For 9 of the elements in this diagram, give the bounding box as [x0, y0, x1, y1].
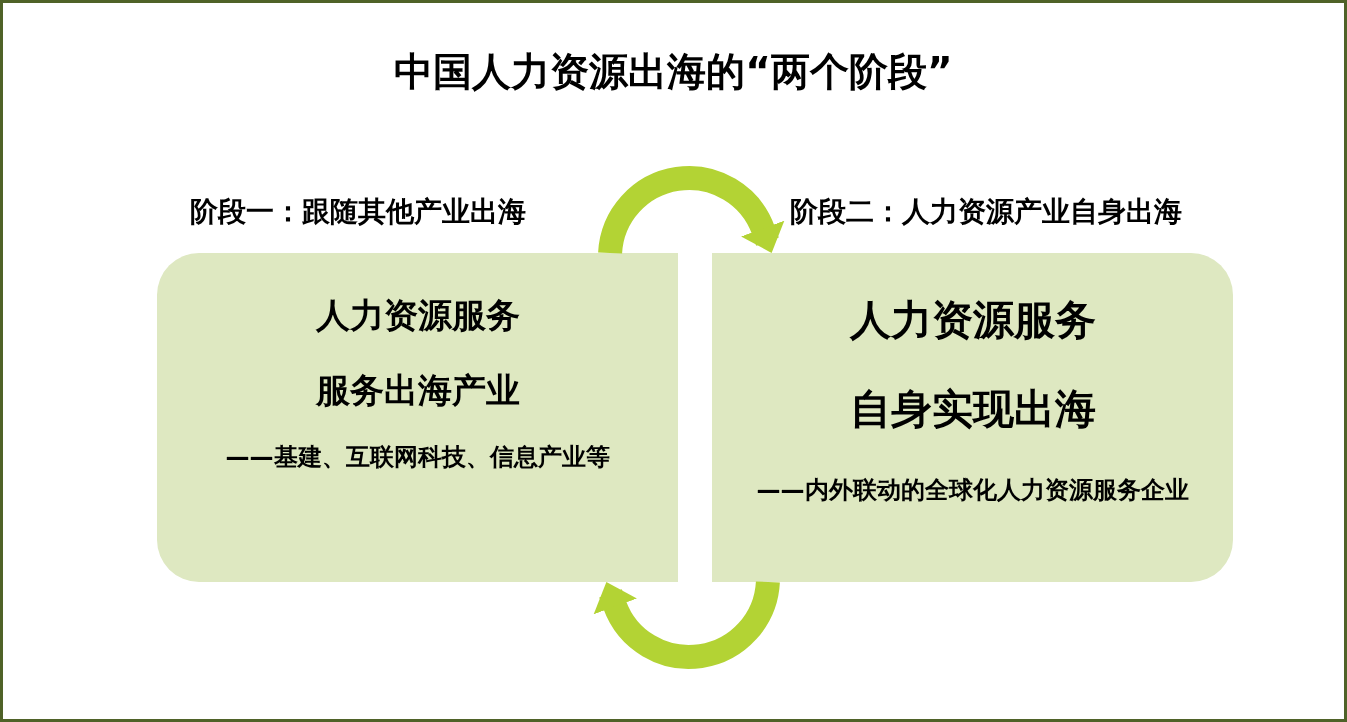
panel-title: 服务出海产业: [315, 369, 520, 411]
stage-heading: 阶段一：跟随其他产业出海: [190, 195, 526, 229]
panel-title: 人力资源服务: [315, 294, 520, 336]
diagram-title: 中国人力资源出海的“两个阶段”: [394, 48, 953, 96]
panel-title: 人力资源服务: [849, 296, 1096, 346]
stage-heading: 阶段二：人力资源产业自身出海: [790, 195, 1182, 229]
panel-title: 自身实现出海: [849, 385, 1096, 435]
panel-note: ——基建、互联网科技、信息产业等: [225, 442, 610, 472]
panel-note: ——内外联动的全球化人力资源服务企业: [756, 475, 1189, 505]
